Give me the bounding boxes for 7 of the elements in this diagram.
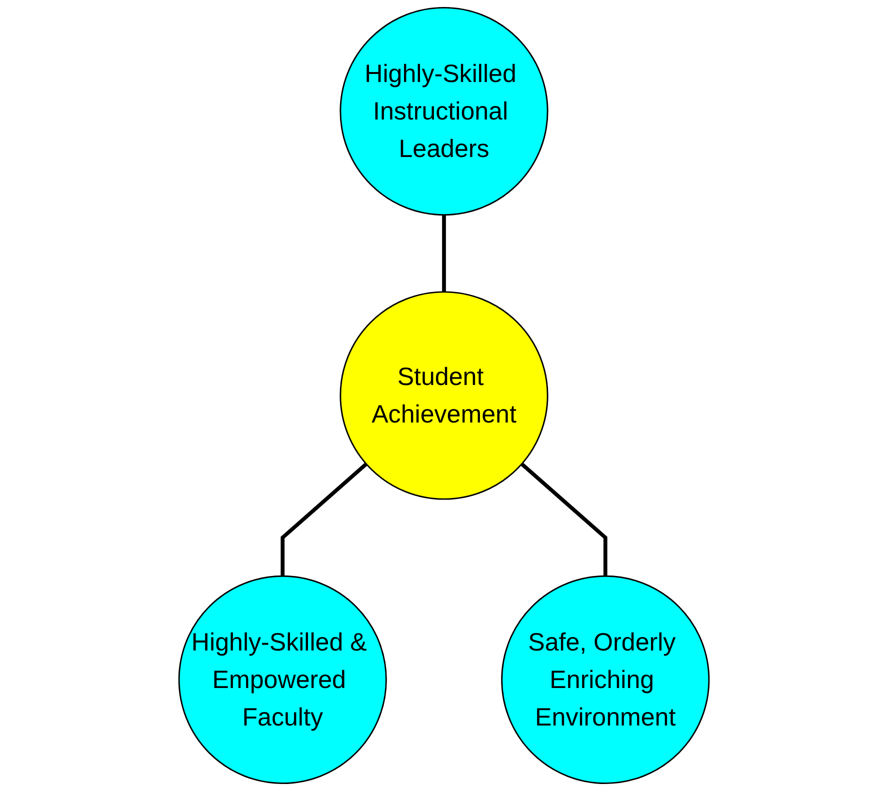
node-circle: Student Achievement	[340, 291, 548, 500]
connector	[442, 214, 446, 292]
connector	[280, 462, 368, 576]
connector	[520, 462, 608, 576]
node-circle: Safe, Orderly Enriching Environment	[501, 575, 710, 784]
node-circle: Highly-Skilled Instructional Leaders	[340, 6, 548, 216]
node-circle: Highly-Skilled & Empowered Faculty	[178, 575, 387, 784]
